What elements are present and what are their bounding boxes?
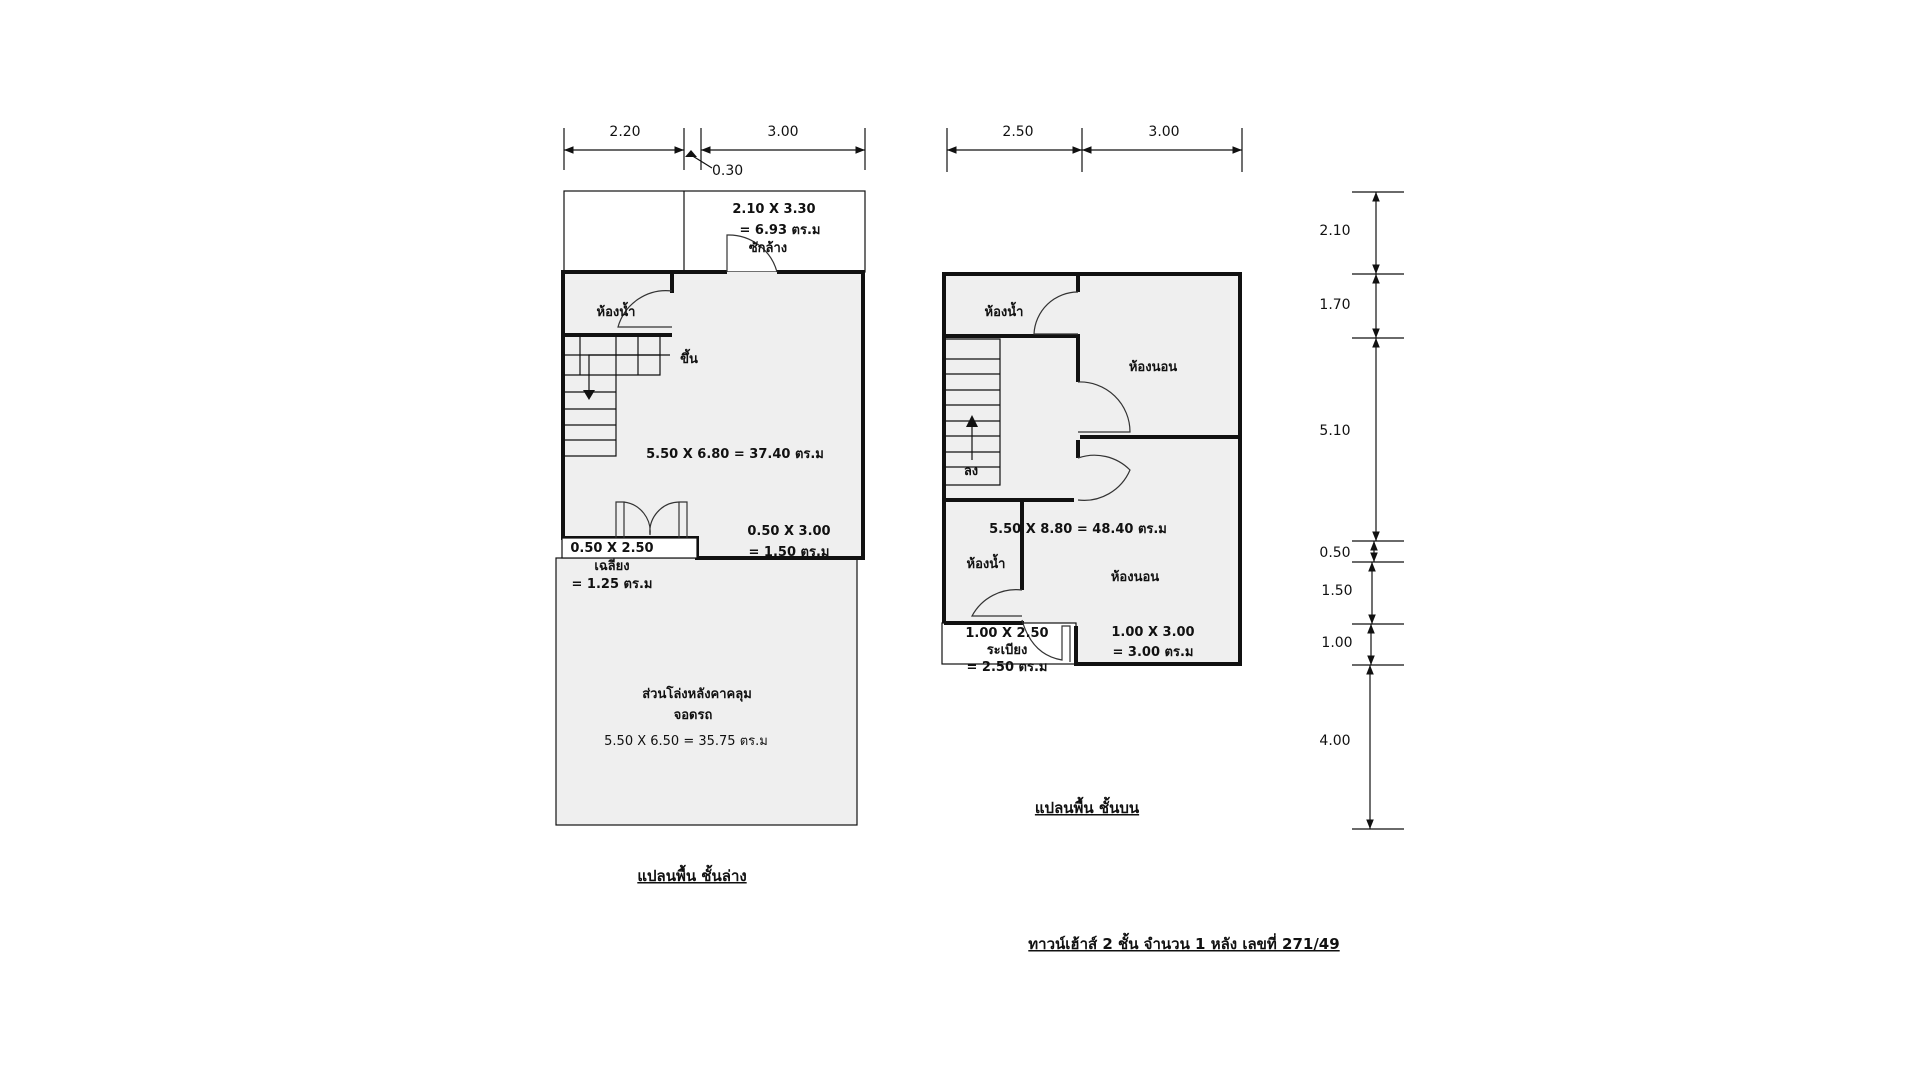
bedroom-2-label: ห้องนอน (1111, 569, 1159, 585)
dim-label: 3.00 (1148, 124, 1179, 140)
strip-area-text: = 1.50 ตร.ม (749, 545, 830, 560)
lower-top-dimensions: 2.20 0.30 3.00 (563, 124, 866, 179)
stairs-down-label: ลง (964, 464, 978, 479)
main-area-text: 5.50 X 8.80 = 48.40 ตร.ม (989, 522, 1167, 537)
bathroom-2-label: ห้องน้ำ (967, 553, 1006, 572)
dim-label: 2.20 (609, 124, 640, 140)
dim-label: 3.00 (767, 124, 798, 140)
dim-label: 0.30 (712, 163, 743, 179)
balcony-area-text: = 2.50 ตร.ม (967, 660, 1048, 675)
dim-label: 4.00 (1319, 733, 1350, 749)
bedroom-1-label: ห้องนอน (1129, 359, 1177, 375)
balcony-label: ระเบียง (987, 642, 1028, 658)
carport-label-2: จอดรถ (674, 708, 713, 723)
dim-label: 0.50 (1319, 545, 1350, 561)
bathroom-1-label: ห้องน้ำ (985, 301, 1024, 320)
dim-label: 2.50 (1002, 124, 1033, 140)
carport-label: ส่วนโล่งหลังคาคลุม (642, 685, 752, 702)
main-area-text: 5.50 X 6.80 = 37.40 ตร.ม (646, 447, 824, 462)
upper-floor-plan: 2.50 3.00 ห้องน้ำ ห้องนอน ลง 5.50 X 8.80… (941, 124, 1243, 817)
drawing-title: ทาวน์เฮ้าส์ 2 ชั้น จำนวน 1 หลัง เลขที่ 2… (1028, 932, 1339, 953)
carport-area (555, 557, 858, 826)
stairs-up-label: ขึ้น (680, 348, 698, 367)
upper-stairs (945, 338, 1001, 486)
dim-label: 1.50 (1321, 583, 1352, 599)
dim-label: 5.10 (1319, 423, 1350, 439)
porch-size: 0.50 X 2.50 (570, 541, 653, 556)
upper-top-dimensions: 2.50 3.00 (946, 124, 1243, 172)
dim-label: 2.10 (1319, 223, 1350, 239)
dim-label: 1.00 (1321, 635, 1352, 651)
lower-stairs (561, 335, 670, 457)
dim-label: 1.70 (1319, 297, 1350, 313)
upper-plan-caption: แปลนพื้น ชั้นบน (1035, 796, 1140, 817)
balcony-size: 1.00 X 2.50 (965, 626, 1048, 641)
lower-plan-caption: แปลนพื้น ชั้นล่าง (637, 864, 746, 885)
strip-size: 1.00 X 3.00 (1111, 625, 1194, 640)
lower-floor-plan: 2.20 0.30 3.00 2.10 X 3.30 = 6.93 ตร.ม ซ… (555, 124, 866, 885)
laundry-size: 2.10 X 3.30 (732, 202, 815, 217)
bathroom-label: ห้องน้ำ (597, 301, 636, 320)
laundry-label: ซักล้าง (749, 240, 787, 256)
strip-area-text: = 3.00 ตร.ม (1113, 645, 1194, 660)
carport-area-text: 5.50 X 6.50 = 35.75 ตร.ม (604, 734, 768, 749)
porch-area-text: = 1.25 ตร.ม (572, 577, 653, 592)
strip-size: 0.50 X 3.00 (747, 524, 830, 539)
porch-label: เฉลียง (594, 558, 629, 574)
porch-area (561, 537, 698, 559)
side-dimensions: 2.10 1.70 5.10 0.50 1.50 1.00 4.00 (1319, 191, 1404, 830)
laundry-area-text: = 6.93 ตร.ม (740, 223, 821, 238)
